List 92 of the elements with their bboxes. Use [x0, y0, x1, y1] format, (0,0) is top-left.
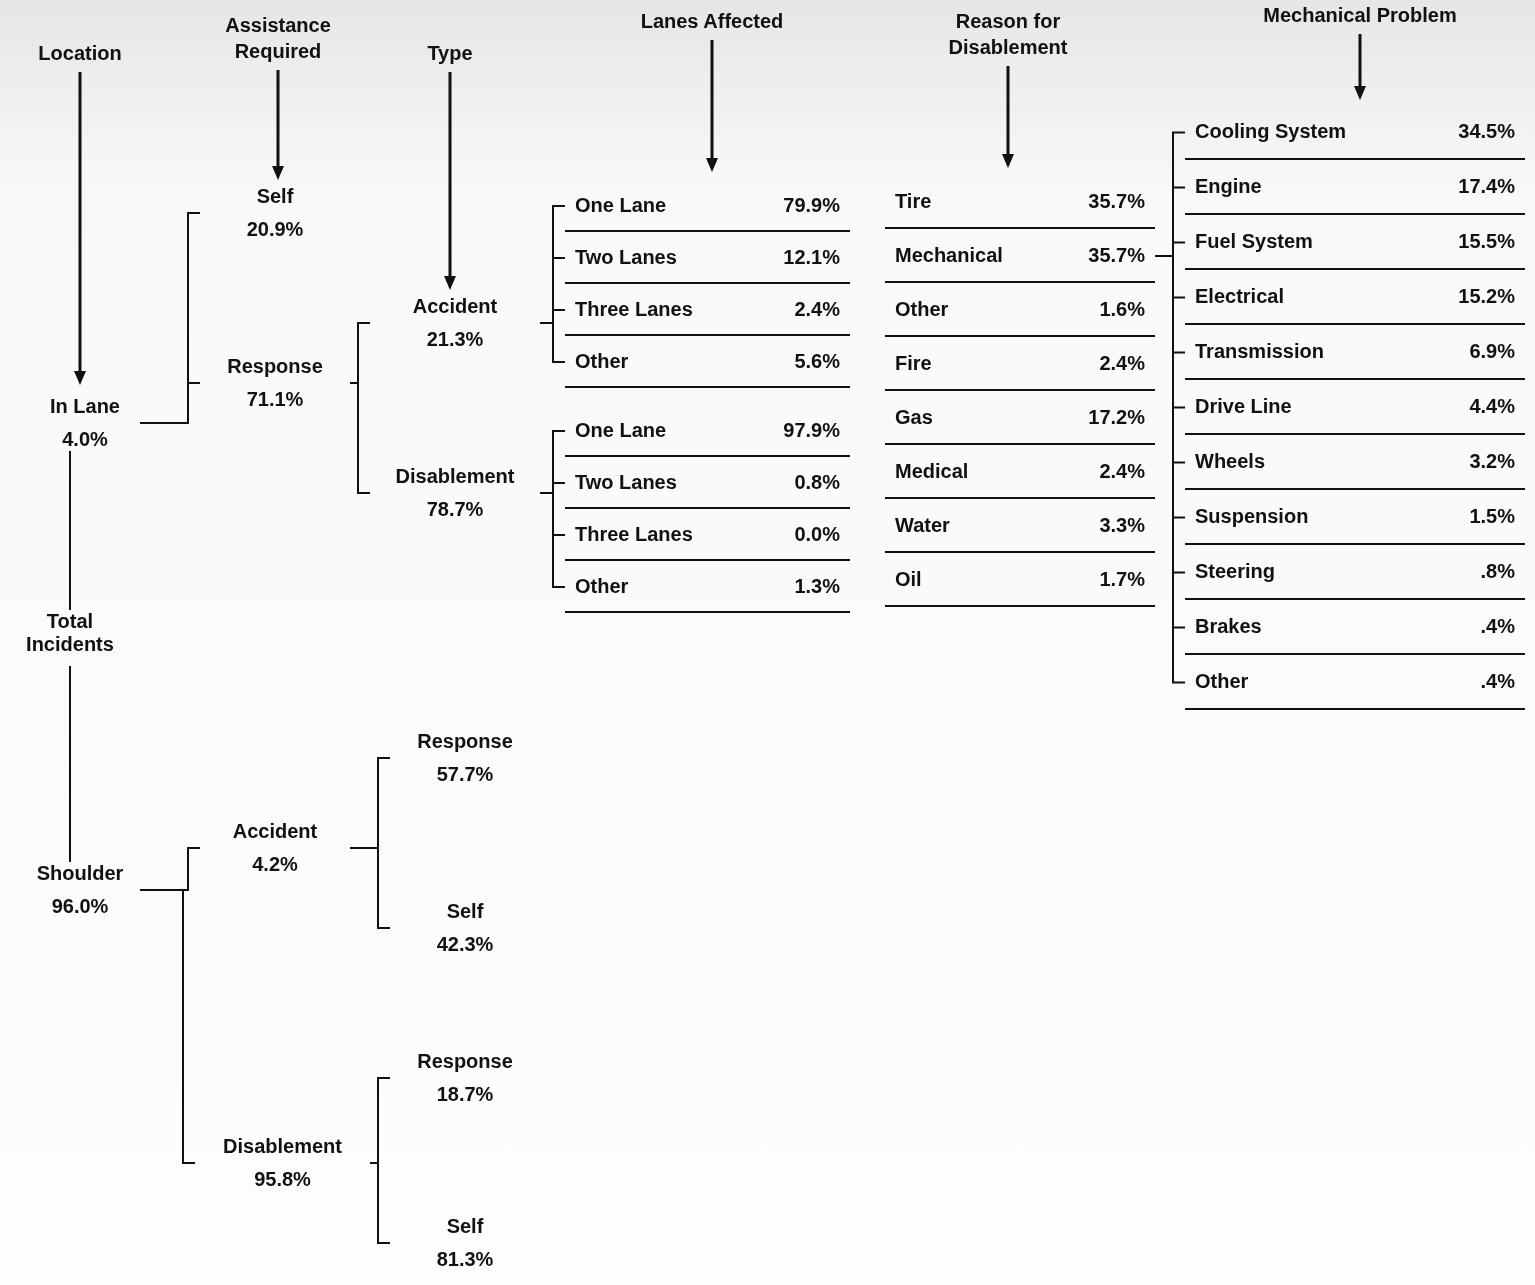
category-label: Disablement	[395, 465, 515, 488]
connector-line	[69, 665, 71, 863]
percentage-value: 17.2%	[1088, 405, 1145, 429]
percentage-value: 21.3%	[426, 328, 484, 351]
percentage-value: 15.5%	[1458, 230, 1515, 253]
category-label: Gas	[895, 405, 933, 429]
category-label: Fire	[895, 351, 932, 375]
category-label: Other	[1195, 670, 1249, 693]
percentage-value: 71.1%	[246, 388, 304, 411]
percentage-value: 17.4%	[1458, 175, 1515, 198]
connector-line	[69, 450, 71, 611]
percentage-value: 12.1%	[783, 245, 840, 269]
percentage-value: 4.2%	[252, 853, 298, 876]
category-label: Response	[417, 730, 513, 753]
percentage-value: 95.8%	[254, 1168, 311, 1191]
category-label: Water	[895, 513, 950, 537]
percentage-value: 4.0%	[62, 428, 108, 451]
percentage-value: 57.7%	[436, 763, 494, 786]
category-label: Wheels	[1195, 450, 1266, 473]
category-label: Engine	[1195, 175, 1262, 198]
category-label: Three Lanes	[575, 297, 693, 321]
category-label: Three Lanes	[575, 522, 693, 546]
category-label: Steering	[1195, 560, 1276, 583]
percentage-value: .8%	[1480, 560, 1515, 583]
category-label: Accident	[232, 820, 318, 843]
category-label: Cooling System	[1195, 120, 1347, 143]
percentage-value: 2.4%	[1099, 459, 1145, 483]
category-label: Response	[417, 1050, 513, 1073]
category-label: Transmission	[1195, 340, 1324, 363]
category-label: Other	[575, 574, 629, 598]
column-heading: Location	[37, 41, 123, 66]
column-heading: Reason for Disablement	[947, 9, 1069, 60]
percentage-value: 79.9%	[783, 193, 840, 217]
connector-line	[539, 492, 566, 588]
category-label: Response	[227, 355, 323, 378]
category-label: Self	[446, 1215, 484, 1238]
connector-line	[539, 322, 566, 363]
percentage-value: 0.8%	[794, 470, 840, 494]
percentage-value: 4.4%	[1469, 395, 1515, 418]
category-label: Fuel System	[1195, 230, 1313, 253]
percentage-value: .4%	[1480, 615, 1515, 638]
category-label: Disablement	[223, 1135, 342, 1158]
percentage-value: 97.9%	[783, 418, 840, 442]
category-label: Shoulder	[36, 862, 124, 885]
connector-line	[349, 847, 391, 929]
category-label: Total Incidents	[25, 610, 115, 656]
category-label: Tire	[895, 189, 932, 213]
category-label: One Lane	[575, 193, 667, 217]
percentage-value: 20.9%	[246, 218, 304, 241]
percentage-value: 34.5%	[1458, 120, 1515, 143]
percentage-value: 1.5%	[1469, 505, 1515, 528]
category-label: Electrical	[1195, 285, 1284, 308]
percentage-value: 3.3%	[1099, 513, 1145, 537]
column-heading: Lanes Affected	[639, 9, 785, 34]
percentage-value: 78.7%	[426, 498, 484, 521]
category-label: Two Lanes	[575, 245, 677, 269]
percentage-value: 1.7%	[1099, 567, 1145, 591]
percentage-value: 0.0%	[794, 522, 840, 546]
connector-line	[139, 382, 201, 424]
category-label: Mechanical	[895, 243, 1003, 267]
percentage-value: 42.3%	[436, 933, 494, 956]
percentage-value: 81.3%	[436, 1248, 494, 1271]
category-label: Drive Line	[1195, 395, 1292, 418]
percentage-value: 35.7%	[1088, 189, 1145, 213]
percentage-value: 1.6%	[1099, 297, 1145, 321]
category-label: In Lane	[50, 395, 120, 418]
percentage-value: 96.0%	[51, 895, 109, 918]
category-label: Medical	[895, 459, 969, 483]
percentage-value: 18.7%	[436, 1083, 494, 1106]
category-label: Accident	[412, 295, 498, 318]
percentage-value: .4%	[1480, 670, 1515, 693]
percentage-value: 2.4%	[794, 297, 840, 321]
percentage-value: 3.2%	[1469, 450, 1515, 473]
percentage-value: 5.6%	[794, 349, 840, 373]
category-label: Brakes	[1195, 615, 1262, 638]
percentage-value: 6.9%	[1469, 340, 1515, 363]
column-heading: Mechanical Problem	[1262, 3, 1458, 28]
column-heading: Assistance Required	[224, 13, 332, 64]
percentage-value: 1.3%	[794, 574, 840, 598]
category-label: Self	[256, 185, 294, 208]
category-label: Two Lanes	[575, 470, 677, 494]
category-label: Other	[895, 297, 949, 321]
percentage-value: 2.4%	[1099, 351, 1145, 375]
column-heading: Type	[426, 41, 474, 66]
percentage-value: 35.7%	[1088, 243, 1145, 267]
percentage-value: 15.2%	[1458, 285, 1515, 308]
category-label: One Lane	[575, 418, 667, 442]
connector-line	[139, 889, 196, 1164]
category-label: Suspension	[1195, 505, 1309, 528]
category-label: Other	[575, 349, 629, 373]
category-label: Oil	[895, 567, 922, 591]
category-label: Self	[446, 900, 484, 923]
